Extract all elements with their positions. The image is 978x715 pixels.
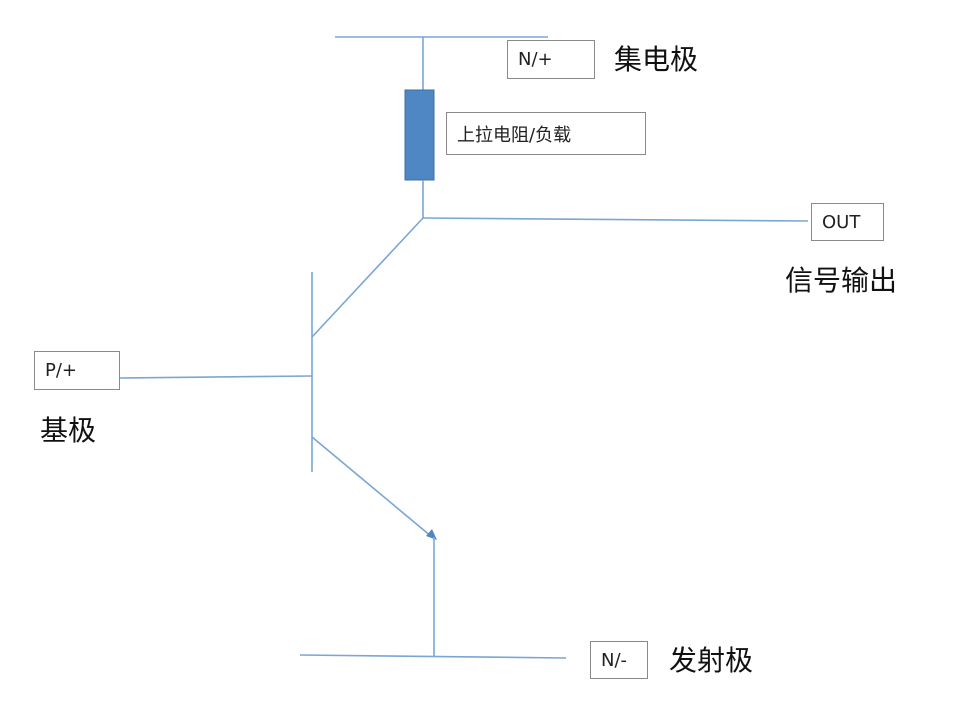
emitter-terminal-box: N/- bbox=[590, 641, 648, 679]
collector-leg bbox=[311, 217, 424, 338]
collector-terminal-box: N/+ bbox=[507, 40, 595, 79]
emitter-label: 发射极 bbox=[669, 644, 754, 677]
emitter-leg bbox=[311, 436, 433, 538]
output-terminal-box: OUT bbox=[811, 203, 884, 241]
emitter-arrow-icon bbox=[426, 529, 437, 540]
output-label: 信号输出 bbox=[785, 264, 898, 297]
output-wire bbox=[422, 217, 809, 222]
base-wire bbox=[119, 375, 313, 379]
collector-label: 集电极 bbox=[614, 43, 699, 76]
resistor-label-box: 上拉电阻/负载 bbox=[446, 112, 646, 155]
emitter-rail bbox=[299, 654, 567, 659]
base-label: 基极 bbox=[40, 414, 97, 447]
base-terminal-box: P/+ bbox=[34, 351, 120, 390]
pull-up-resistor bbox=[404, 89, 435, 181]
